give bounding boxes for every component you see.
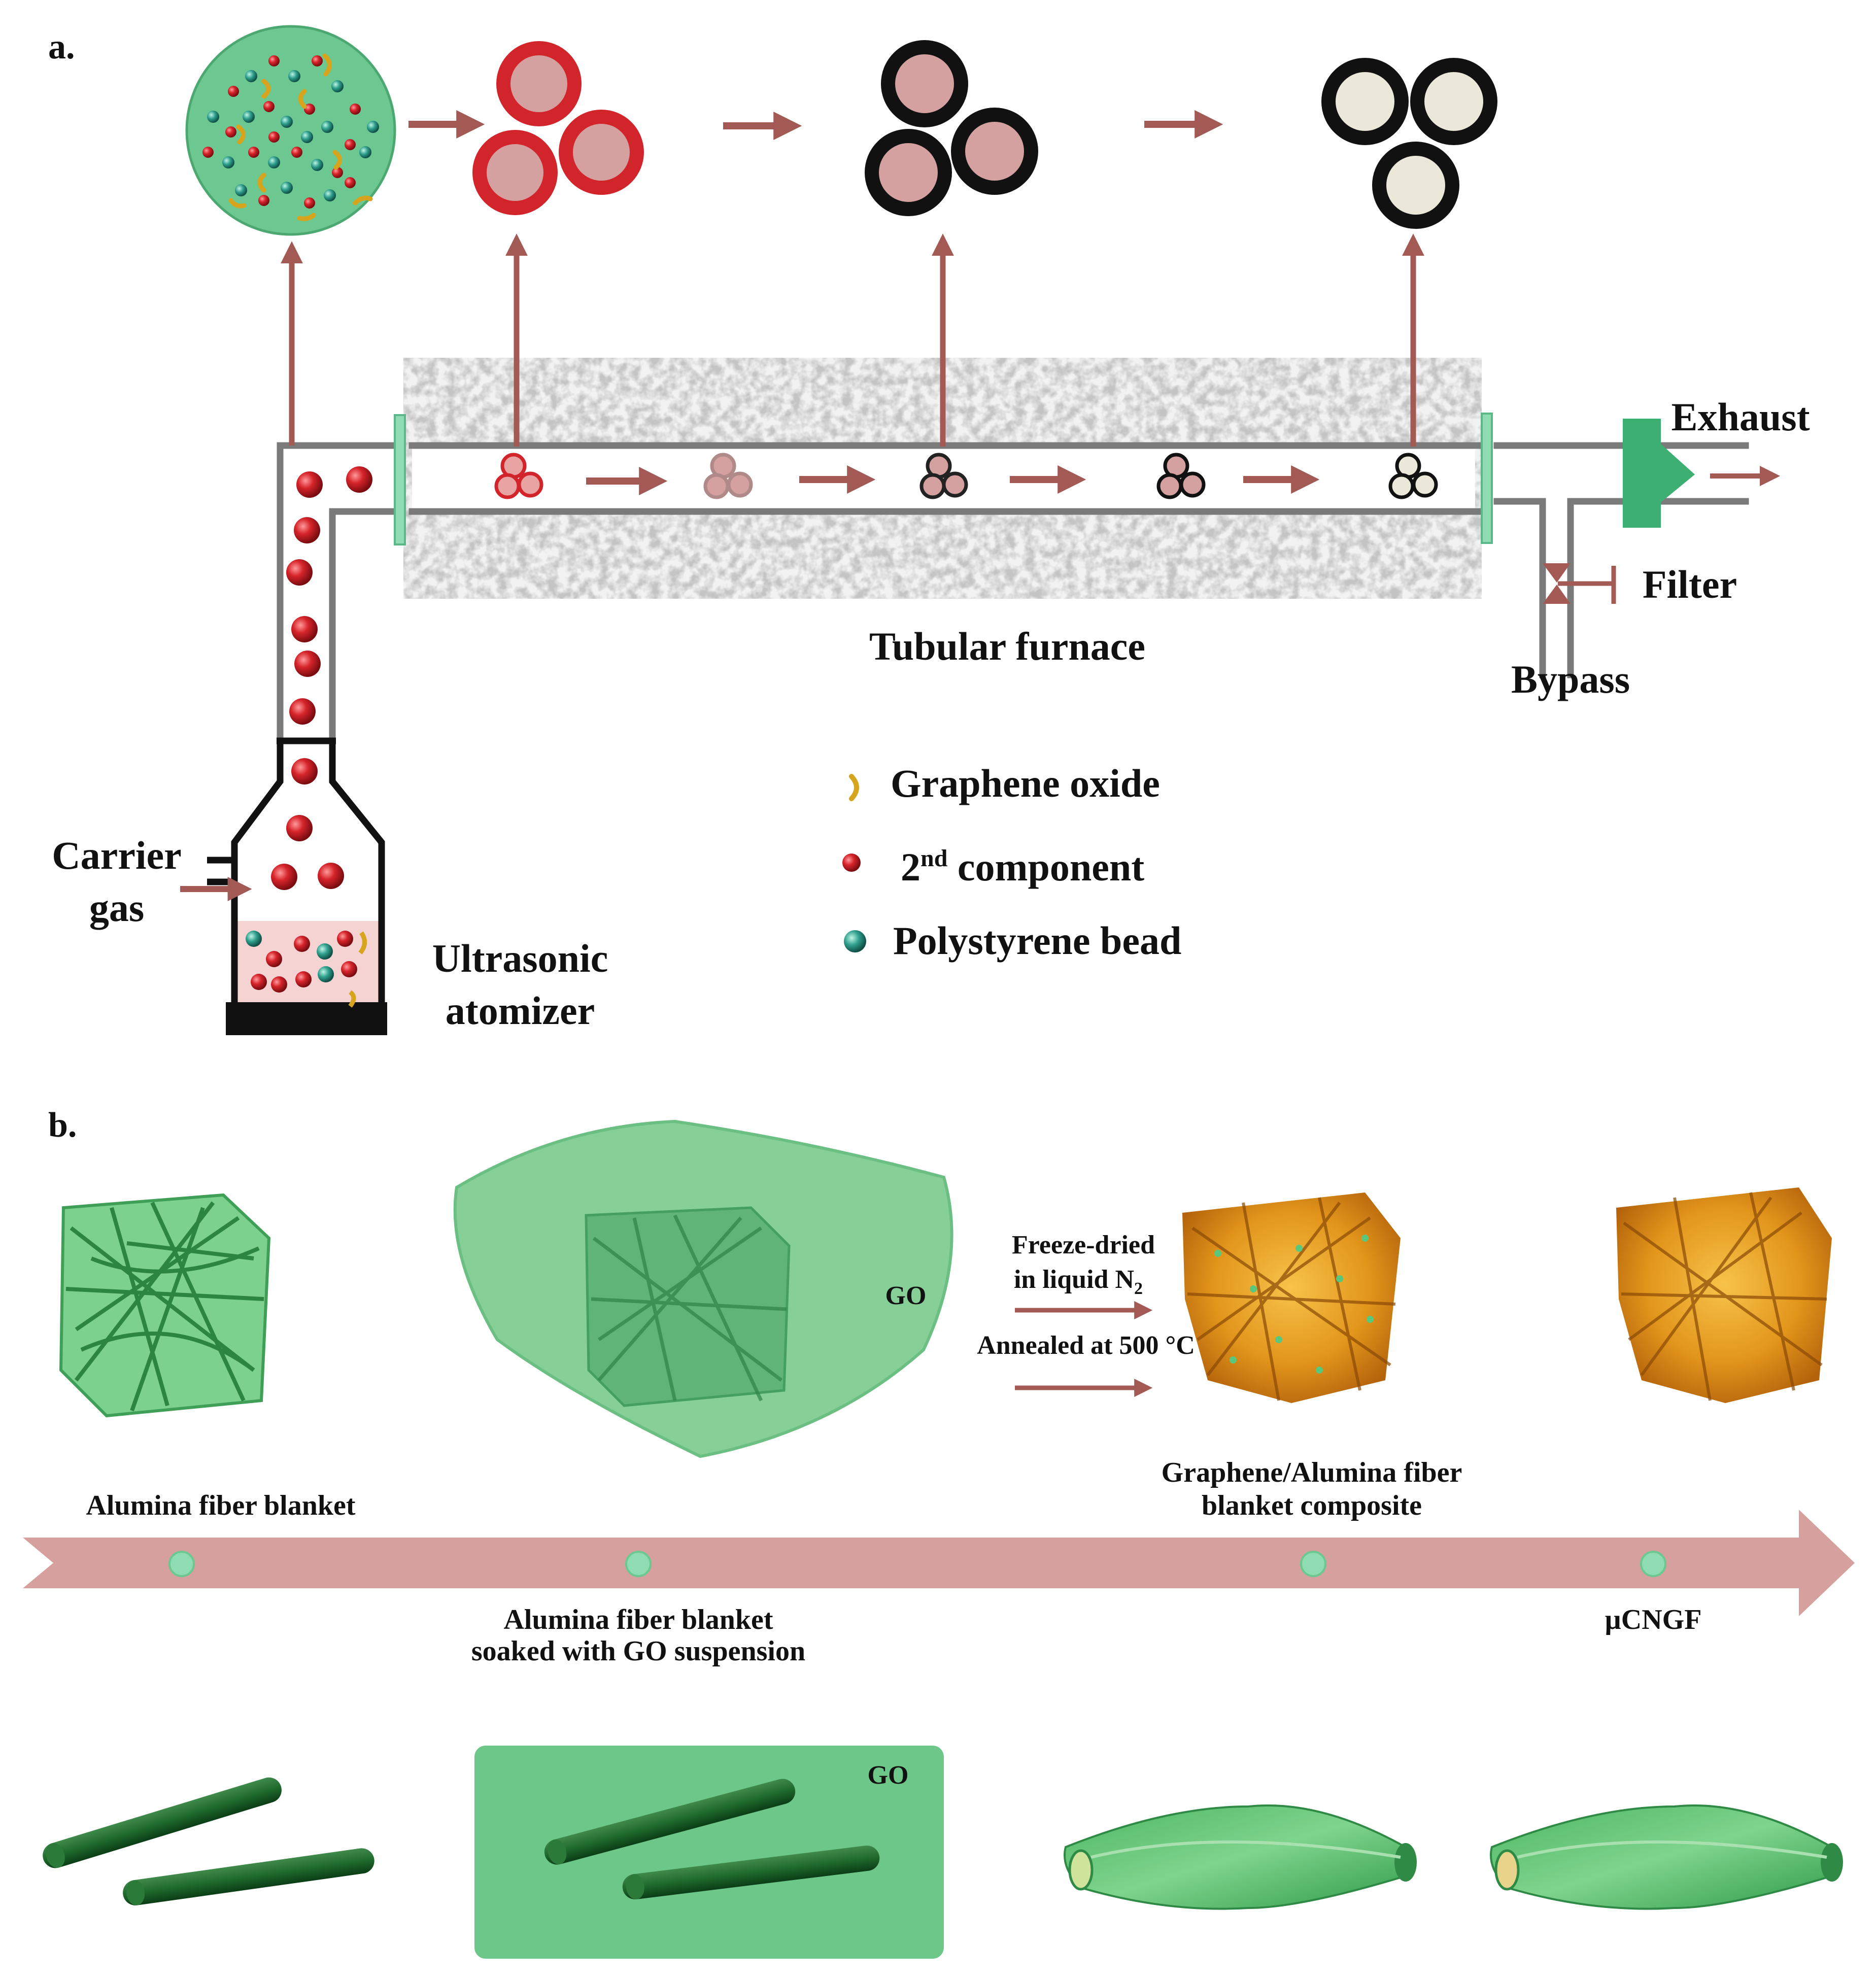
tube-cluster-3 — [919, 453, 968, 499]
atomizer-label-2: atomizer — [446, 988, 595, 1033]
inlet-flange — [394, 414, 406, 545]
bypass-valve — [1543, 563, 1616, 604]
step3-label-2: blanket composite — [1202, 1490, 1422, 1521]
graphene-alumina-composite-cube — [1182, 1192, 1401, 1403]
hollow-graphene-tubes — [1490, 1804, 1843, 1910]
outlet-flange — [1481, 413, 1493, 544]
cluster-black-shell — [865, 40, 1038, 216]
carrier-gas-label-2: gas — [89, 885, 144, 930]
go-label-bottom: GO — [868, 1761, 909, 1790]
legend: Graphene oxide 2nd component Polystyrene… — [842, 761, 1181, 963]
step4-label: µCNGF — [1605, 1604, 1702, 1635]
polystyrene-legend-icon — [844, 930, 866, 952]
timeline-node-4 — [1640, 1551, 1666, 1577]
alumina-fiber-cube — [59, 1193, 271, 1418]
timeline-node-3 — [1300, 1551, 1326, 1577]
cluster-hollow-shell — [1321, 58, 1497, 229]
exhaust-label: Exhaust — [1671, 395, 1810, 439]
filter-unit — [1623, 419, 1695, 528]
tube-cluster-1 — [494, 453, 543, 499]
legend-polystyrene-bead: Polystyrene bead — [893, 918, 1181, 963]
carrier-gas-label-1: Carrier — [52, 833, 181, 877]
panel-b-label: b. — [48, 1106, 77, 1145]
precursor-droplet-circle — [185, 25, 396, 236]
panel-a-label: a. — [48, 27, 75, 66]
stage-arrows — [408, 110, 1223, 140]
tube-cluster-2 — [703, 453, 753, 499]
annealed-label: Annealed at 500 °C — [977, 1331, 1195, 1360]
graphene-oxide-legend-icon — [849, 774, 859, 801]
step3-label-1: Graphene/Alumina fiber — [1162, 1457, 1462, 1488]
timeline-arrow — [23, 1510, 1855, 1616]
graphene-wrapped-fibers — [1064, 1804, 1417, 1910]
go-soaked-blanket — [453, 1119, 953, 1458]
freeze-dried-label-2: in liquid N2 — [1014, 1265, 1143, 1298]
legend-second-component: 2nd component — [901, 845, 1144, 889]
legend-graphene-oxide: Graphene oxide — [891, 761, 1160, 805]
timeline-node-2 — [625, 1551, 652, 1577]
tube-flow-arrows — [586, 465, 1320, 495]
bare-fibers — [43, 1777, 374, 1905]
ucngf-cube — [1616, 1187, 1832, 1403]
go-label-top: GO — [885, 1281, 927, 1310]
droplets-rising — [271, 466, 372, 890]
step2-label-1: Alumina fiber blanket — [503, 1604, 773, 1635]
second-component-legend-icon — [842, 854, 861, 872]
atomizer-solution — [246, 931, 367, 1008]
fibers-in-go — [474, 1746, 944, 1959]
tube-cluster-4 — [1156, 453, 1206, 499]
step2-label-2: soaked with GO suspension — [471, 1635, 805, 1667]
bypass-label: Bypass — [1511, 657, 1630, 701]
filter-label: Filter — [1643, 562, 1737, 606]
freeze-dried-label-1: Freeze-dried — [1012, 1231, 1155, 1259]
timeline-node-1 — [168, 1551, 195, 1577]
cluster-red-shell — [472, 41, 644, 215]
step1-label: Alumina fiber blanket — [86, 1490, 355, 1521]
atomizer-label-1: Ultrasonic — [432, 936, 608, 980]
tubular-furnace-label: Tubular furnace — [869, 624, 1145, 668]
tube-cluster-5 — [1388, 453, 1438, 499]
pipe-network — [277, 442, 1749, 744]
zoom-arrows — [281, 233, 1424, 447]
